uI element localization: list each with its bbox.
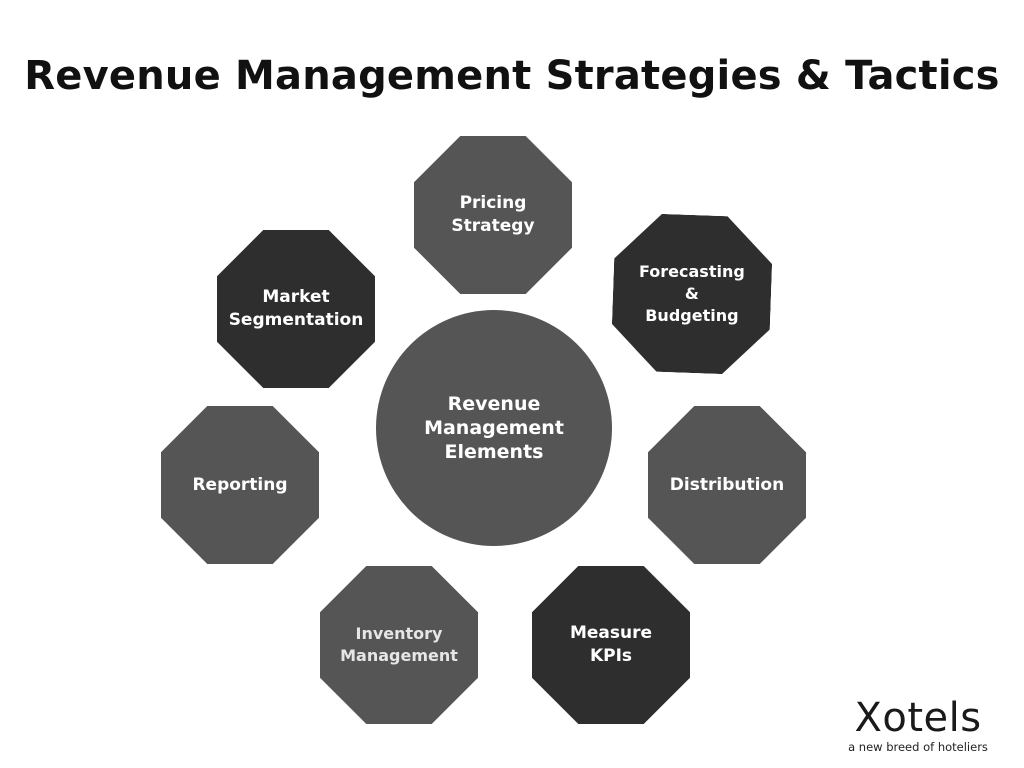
node-pricing-strategy-label: Pricing Strategy xyxy=(451,193,535,236)
brand-name: Xotels xyxy=(854,695,982,741)
node-pricing-strategy: Pricing Strategy xyxy=(414,136,572,294)
node-market-segmentation: Market Segmentation xyxy=(217,230,375,388)
node-market-segmentation-label: Market Segmentation xyxy=(228,287,364,330)
brand-logo: Xotels a new breed of hoteliers xyxy=(828,696,1008,754)
node-measure-kpis-label: Measure KPIs xyxy=(569,623,653,666)
node-inventory-management-label: Inventory Management xyxy=(340,624,458,665)
node-distribution-label: Distribution xyxy=(669,474,785,495)
node-inventory-management: Inventory Management xyxy=(320,566,478,724)
center-node: Revenue Management Elements xyxy=(376,310,612,546)
node-forecasting-budgeting: Forecasting & Budgeting xyxy=(610,212,773,375)
center-node-label: Revenue Management Elements xyxy=(424,393,564,463)
node-forecasting-budgeting-label: Forecasting & Budgeting xyxy=(639,261,745,325)
page-title: Revenue Management Strategies & Tactics xyxy=(24,53,1000,99)
node-measure-kpis: Measure KPIs xyxy=(532,566,690,724)
node-distribution: Distribution xyxy=(648,406,806,564)
node-reporting-label: Reporting xyxy=(192,474,288,495)
brand-tagline: a new breed of hoteliers xyxy=(848,740,988,754)
node-reporting: Reporting xyxy=(161,406,319,564)
